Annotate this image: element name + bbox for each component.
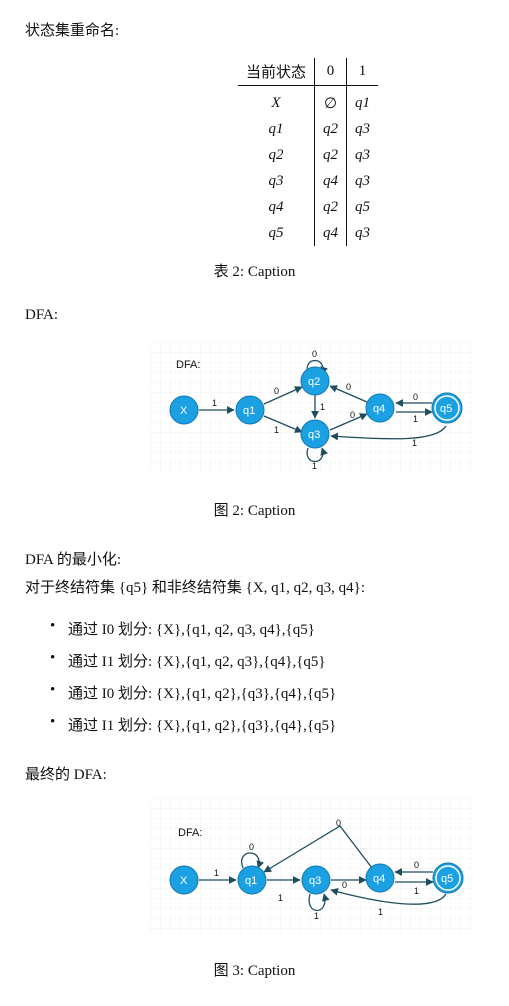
list-item: 通过 I0 划分: {X},{q1, q2, q3, q4},{q5} <box>50 618 336 650</box>
svg-text:1: 1 <box>278 893 283 903</box>
table-header-1: 1 <box>346 58 379 86</box>
figure-2-caption: 图 2: Caption <box>213 503 296 519</box>
node-q5: q5 <box>432 862 464 894</box>
svg-text:0: 0 <box>342 880 347 890</box>
figure-3-label: DFA: <box>178 827 202 839</box>
svg-text:1: 1 <box>274 425 279 435</box>
svg-text:0: 0 <box>312 349 317 359</box>
list-item: 通过 I1 划分: {X},{q1, q2},{q3},{q4},{q5} <box>50 714 336 746</box>
svg-text:q2: q2 <box>308 376 320 388</box>
table-header-state: 当前状态 <box>238 58 316 86</box>
table-row: q4 q2 q5 <box>238 194 378 220</box>
svg-text:q3: q3 <box>308 429 320 441</box>
list-item: 通过 I0 划分: {X},{q1, q2},{q3},{q4},{q5} <box>50 682 336 714</box>
svg-text:0: 0 <box>336 818 341 828</box>
table-row: q3 q4 q3 <box>238 168 378 194</box>
node-q4: q4 <box>365 863 395 893</box>
min-intro: 对于终结符集 {q5} 和非终结符集 {X, q1, q2, q3, q4}: <box>25 580 366 596</box>
rename-heading: 状态集重命名: <box>25 23 120 39</box>
svg-text:1: 1 <box>214 868 219 878</box>
table-header-0: 0 <box>314 58 348 86</box>
node-q1: q1 <box>237 865 267 895</box>
svg-text:q4: q4 <box>373 873 385 885</box>
list-item: 通过 I1 划分: {X},{q1, q2, q3},{q4},{q5} <box>50 650 336 682</box>
node-x: X <box>169 865 199 895</box>
svg-text:1: 1 <box>413 414 418 424</box>
svg-text:q1: q1 <box>245 875 257 887</box>
figure-3: DFA: 1 0 1 1 0 0 1 0 1 X q1 q3 q4 q5 <box>150 798 475 933</box>
table-row: X ∅ q1 <box>238 85 378 116</box>
svg-text:1: 1 <box>414 886 419 896</box>
partition-list: 通过 I0 划分: {X},{q1, q2, q3, q4},{q5} 通过 I… <box>50 618 336 746</box>
figure-2: DFA: 1 0 1 0 1 1 0 0 1 0 1 X q1 q2 q3 q4 <box>150 342 475 472</box>
svg-text:0: 0 <box>350 410 355 420</box>
dfa-heading: DFA: <box>25 307 59 323</box>
svg-text:1: 1 <box>378 907 383 917</box>
final-heading: 最终的 DFA: <box>25 767 107 783</box>
svg-text:0: 0 <box>249 842 254 852</box>
svg-text:X: X <box>180 405 188 417</box>
svg-text:0: 0 <box>346 382 351 392</box>
svg-text:1: 1 <box>312 461 317 471</box>
node-q5: q5 <box>431 392 463 424</box>
node-q3: q3 <box>301 865 331 895</box>
svg-text:1: 1 <box>320 402 325 412</box>
table-caption: 表 2: Caption <box>213 264 296 280</box>
svg-text:X: X <box>180 875 188 887</box>
node-x: X <box>169 395 199 425</box>
svg-text:1: 1 <box>412 438 417 448</box>
figure-2-label: DFA: <box>176 359 200 371</box>
node-q2: q2 <box>300 366 330 396</box>
svg-text:0: 0 <box>413 392 418 402</box>
min-heading: DFA 的最小化: <box>25 552 121 568</box>
table-row: q2 q2 q3 <box>238 142 378 168</box>
node-q3: q3 <box>300 419 330 449</box>
svg-text:q1: q1 <box>243 405 255 417</box>
svg-text:1: 1 <box>314 911 319 921</box>
node-q4: q4 <box>365 393 395 423</box>
svg-text:1: 1 <box>212 398 217 408</box>
table-row: q1 q2 q3 <box>238 116 378 142</box>
state-table: 当前状态 0 1 X ∅ q1 q1 q2 q3 q2 q2 q3 q3 q4 … <box>238 58 379 246</box>
svg-text:q5: q5 <box>441 873 453 885</box>
node-q1: q1 <box>235 395 265 425</box>
svg-text:q4: q4 <box>373 403 385 415</box>
svg-text:q5: q5 <box>440 403 452 415</box>
svg-text:q3: q3 <box>309 875 321 887</box>
svg-text:0: 0 <box>274 386 279 396</box>
table-row: q5 q4 q3 <box>238 220 378 246</box>
figure-3-caption: 图 3: Caption <box>213 963 296 979</box>
svg-text:0: 0 <box>414 860 419 870</box>
